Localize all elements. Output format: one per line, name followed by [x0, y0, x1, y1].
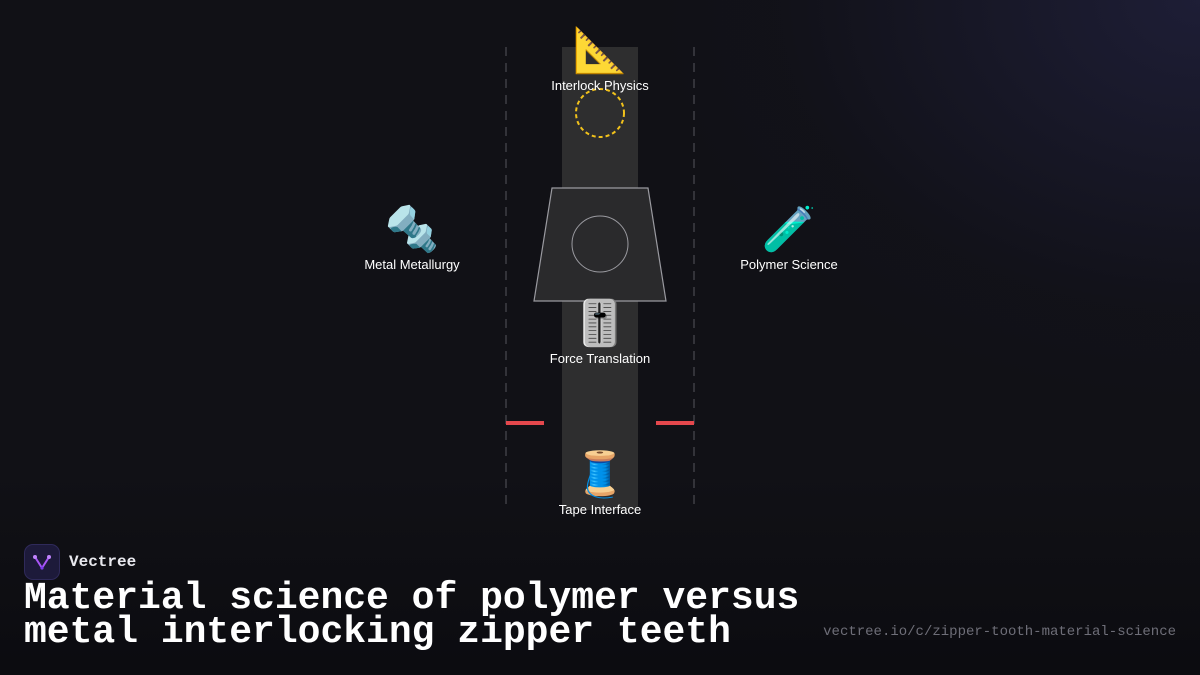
node-label: Polymer Science: [740, 257, 838, 272]
node-label: Tape Interface: [558, 502, 642, 517]
slider-circle: [571, 215, 629, 273]
node-tape-interface: 🧵 Tape Interface: [559, 450, 641, 517]
node-polymer-science: 🧪 Polymer Science: [740, 205, 838, 272]
thread-spool-icon: 🧵: [572, 450, 628, 499]
node-label: Metal Metallurgy: [364, 257, 460, 272]
vectree-logo-icon: [24, 544, 60, 580]
brand-name: Vectree: [69, 553, 137, 571]
slider-body: [533, 187, 667, 302]
node-label: Force Translation: [549, 351, 651, 366]
level-slider-icon: 🎚️: [572, 299, 628, 348]
pull-tab-dashed-circle: [575, 88, 625, 138]
node-label: Interlock Physics: [551, 78, 649, 93]
node-force-translation: 🎚️ Force Translation: [550, 299, 650, 366]
triangular-ruler-icon: 📐: [572, 26, 628, 75]
node-metal-metallurgy: 🔩 Metal Metallurgy: [364, 205, 459, 272]
page-title: Material science of polymer versus metal…: [24, 577, 800, 654]
test-tube-icon: 🧪: [761, 205, 817, 254]
node-interlock-physics: 📐 Interlock Physics: [551, 26, 649, 93]
source-url[interactable]: vectree.io/c/zipper-tooth-material-scien…: [823, 624, 1176, 640]
nut-and-bolt-icon: 🔩: [384, 205, 440, 254]
brand: Vectree: [24, 544, 136, 580]
